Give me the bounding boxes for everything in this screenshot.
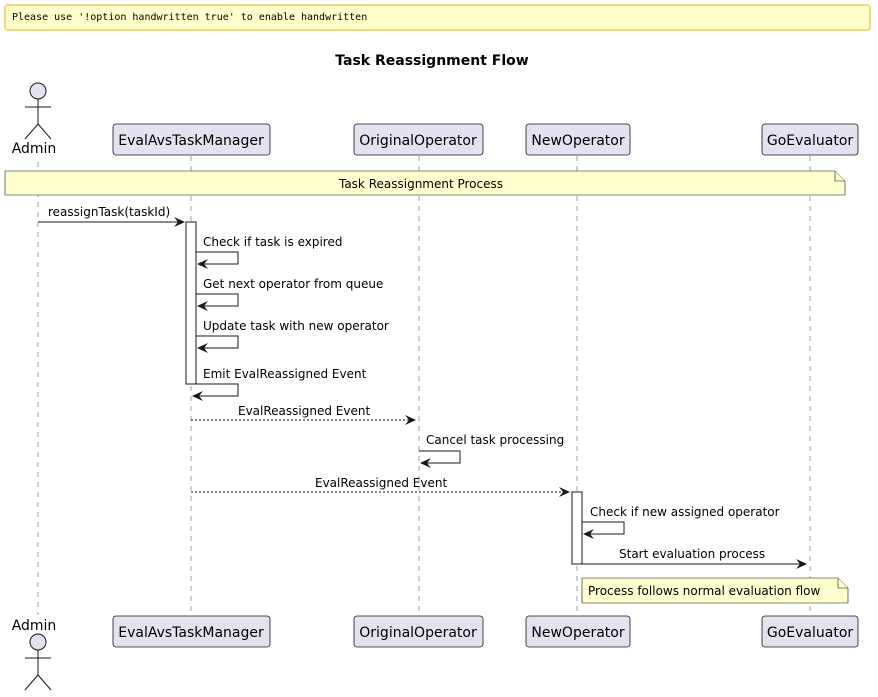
message-get-next-operator: Get next operator from queue [196,277,383,311]
actor-label-admin: Admin [12,618,57,634]
participant-newoperator-top: NewOperator [525,123,631,156]
participant-label: GoEvaluator [767,133,854,149]
participant-evalavstaskmanager-bottom: EvalAvsTaskManager [112,615,271,648]
note-process-follows: Process follows normal evaluation flow [581,577,849,604]
participant-label: GoEvaluator [767,625,854,641]
participant-label: OriginalOperator [359,133,477,149]
message-label: reassignTask(taskId) [48,205,170,219]
message-update-task: Update task with new operator [196,319,389,353]
actor-admin-top: Admin [12,82,57,157]
note-text: Process follows normal evaluation flow [588,584,820,598]
diagram-title: Task Reassignment Flow [335,53,528,69]
message-label: Get next operator from queue [203,277,383,291]
participant-goevaluator-bottom: GoEvaluator [761,615,859,648]
participant-label: NewOperator [531,625,624,641]
message-reassigntask: reassignTask(taskId) [38,205,185,227]
message-cancel-task-processing: Cancel task processing [419,433,564,468]
actor-head-icon [29,633,47,651]
actor-admin-bottom: Admin [12,618,57,691]
participant-originaloperator-top: OriginalOperator [353,123,484,156]
participant-evalavstaskmanager-top: EvalAvsTaskManager [112,123,271,156]
participant-label: NewOperator [531,133,624,149]
message-check-new-assigned-operator: Check if new assigned operator [582,505,780,539]
participant-goevaluator-top: GoEvaluator [761,123,859,156]
message-evalreassigned-to-original: EvalReassigned Event [191,404,416,425]
message-label: Cancel task processing [426,433,564,447]
message-emit-evalreassigned: Emit EvalReassigned Event [192,367,367,401]
participant-label: EvalAvsTaskManager [118,625,264,641]
participant-originaloperator-bottom: OriginalOperator [353,615,484,648]
participant-label: OriginalOperator [359,625,477,641]
note-text: Task Reassignment Process [338,177,503,191]
message-label: EvalReassigned Event [238,404,370,418]
actor-head-icon [29,82,47,100]
message-label: EvalReassigned Event [315,476,447,490]
message-label: Check if new assigned operator [590,505,780,519]
message-check-task-expired: Check if task is expired [196,235,342,269]
message-label: Update task with new operator [203,319,389,333]
activation-bar-evalavstaskmanager [185,221,197,385]
participant-label: EvalAvsTaskManager [118,133,264,149]
message-start-evaluation-process: Start evaluation process [582,547,807,569]
message-evalreassigned-to-new: EvalReassigned Event [191,476,570,497]
note-task-reassignment-process: Task Reassignment Process [4,170,846,196]
participant-newoperator-bottom: NewOperator [525,615,631,648]
actor-label-admin: Admin [12,141,57,157]
handwritten-warning-banner: Please use '!option handwritten true' to… [4,4,871,31]
message-label: Emit EvalReassigned Event [203,367,367,381]
message-label: Start evaluation process [619,547,765,561]
message-label: Check if task is expired [203,235,342,249]
activation-bar-newoperator [571,491,583,565]
